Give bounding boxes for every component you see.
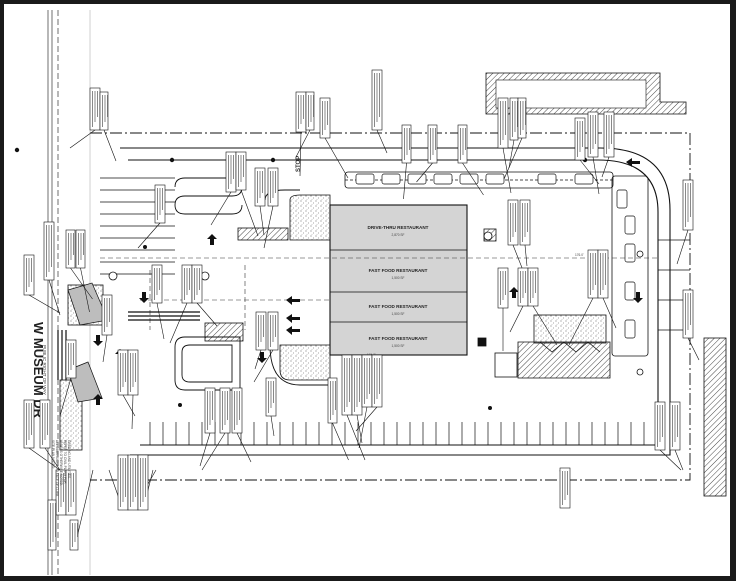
callout-leader-line (263, 205, 274, 249)
callout-leader-line (602, 297, 617, 329)
street-sub-label: PUBLIC RIGHT OF WAY (42, 345, 47, 395)
callout-leader-line (137, 222, 161, 249)
dimension-top: 176.0' (575, 253, 584, 257)
callout-leader-line (102, 334, 108, 363)
site-fixtures (108, 231, 644, 376)
callout-leader-line (169, 302, 188, 344)
callout-leader-line (28, 447, 61, 471)
callout-leader-line (69, 129, 96, 149)
keynote-callout-box (305, 91, 315, 131)
stop-marking: STOP (296, 156, 302, 172)
survey-dot (14, 147, 20, 153)
parking-stalls-bottom (149, 422, 645, 445)
callout-leader-line (131, 394, 134, 430)
hatched-areas (204, 227, 611, 379)
callout-leader-line (687, 337, 700, 361)
note-line-4: REFER TO CIVIL PLANS FOR (63, 440, 67, 484)
callout-leader-line (199, 432, 211, 467)
entrance-crosswalk (57, 311, 200, 380)
note-line-1: SITE PLAN NOTES: (51, 440, 55, 469)
building-4-label: FAST FOOD RESTAURANT (369, 336, 428, 341)
callout-leader-line (299, 131, 302, 177)
building-1-label: DRIVE-THRU RESTAURANT (368, 225, 429, 230)
callout-leader-line (28, 294, 61, 314)
callout-leader-line (674, 449, 684, 471)
keynote-callout-box (99, 91, 109, 131)
callout-leader-line (509, 305, 524, 333)
callout-leader-line (254, 349, 262, 370)
building-3-label: FAST FOOD RESTAURANT (369, 304, 428, 309)
property-boundary (90, 132, 691, 481)
callout-leader-line (355, 406, 378, 432)
callout-leader-line (80, 267, 90, 313)
callout-leader-line (346, 414, 366, 461)
callout-leader-line (502, 147, 512, 194)
note-line-5: GRADING AND UTILITIES. (67, 440, 71, 479)
callout-leader-line (532, 305, 558, 346)
building-2-area: 1,500 SF (392, 276, 405, 280)
callout-leader-line (201, 432, 226, 471)
building-footprint (329, 204, 468, 356)
keynote-callout-box (69, 519, 79, 551)
callout-boxes (23, 69, 694, 551)
callout-leader-line (568, 297, 594, 346)
callout-leaders (28, 129, 700, 551)
callout-leader-line (253, 349, 274, 383)
callout-leader-line (358, 406, 368, 449)
callout-leader-line (503, 137, 523, 180)
callout-leader-line (270, 415, 275, 437)
keynote-callout-box (517, 97, 527, 139)
callout-leader-line (240, 189, 259, 237)
callout-leader-line (103, 129, 117, 162)
keynote-callout-box (47, 499, 57, 551)
callout-leader-line (524, 244, 528, 267)
callout-leader-line (376, 129, 388, 154)
callout-leader-line (122, 394, 136, 417)
callout-leader-line (210, 191, 232, 226)
callout-leader-line (324, 137, 349, 179)
callout-leader-line (579, 159, 600, 185)
note-line-2: ALL DIMENSIONS TO FACE OF CURB (55, 440, 59, 496)
queued-cars (355, 173, 636, 339)
callout-leader-line (156, 302, 165, 340)
keynote-callout-box (509, 97, 519, 141)
callout-leader-line (70, 267, 93, 300)
callout-leader-line (592, 156, 600, 195)
callout-leader-line (196, 302, 218, 327)
callout-leader-line (403, 162, 407, 200)
building-3-area: 1,500 SF (392, 312, 405, 316)
callout-leader-line (259, 205, 265, 236)
building-4-area: 1,500 SF (392, 344, 405, 348)
site-notes: SITE PLAN NOTES: ALL DIMENSIONS TO FACE … (51, 440, 71, 496)
keynote-callout-box (401, 124, 412, 164)
building-1-area: 2,870 SF (392, 233, 405, 237)
callout-leader-line (236, 432, 252, 463)
callout-leader-line (332, 422, 349, 461)
callout-leader-line (659, 449, 682, 471)
keynote-callout-box (75, 229, 86, 269)
callout-leader-line (676, 229, 689, 265)
callout-leader-line (59, 377, 72, 417)
street-name: W MUSEUM DR (31, 322, 46, 419)
keynote-callout-box (327, 377, 338, 424)
keynote-callout-box (65, 229, 76, 269)
keynote-callout-box (457, 124, 468, 164)
callout-leader-line (508, 139, 515, 169)
keynote-callout-box (427, 124, 438, 164)
note-line-3: UNLESS OTHERWISE NOTED. (59, 440, 63, 486)
callout-leader-line (416, 162, 433, 183)
callout-leader-line (295, 129, 311, 158)
callout-leader-line (601, 156, 610, 178)
callout-leader-line (462, 162, 484, 196)
building-2-label: FAST FOOD RESTAURANT (369, 268, 428, 273)
callout-leader-line (44, 447, 61, 471)
adjacent-building-right (703, 337, 727, 497)
small-structure (477, 337, 518, 378)
callout-leader-line (48, 279, 61, 316)
